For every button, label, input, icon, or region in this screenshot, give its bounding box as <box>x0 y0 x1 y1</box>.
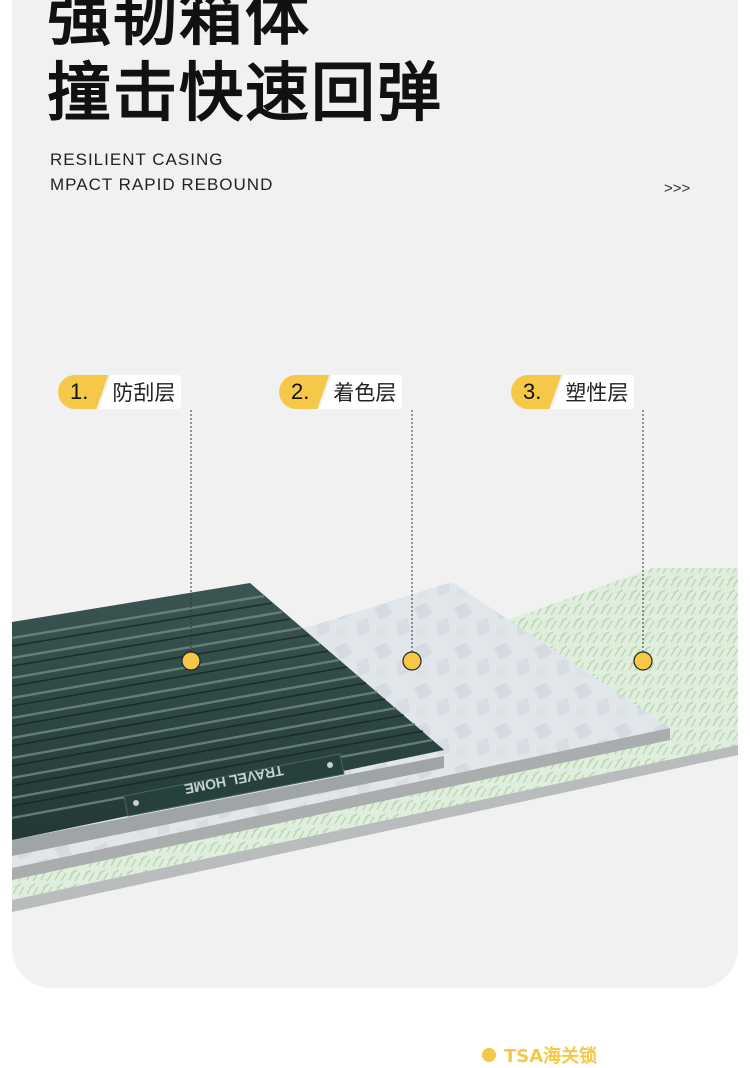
tsa-lock-label: TSA海关锁 <box>504 1046 598 1067</box>
bullet-dot <box>482 1048 496 1062</box>
leader-line-1 <box>181 410 201 671</box>
feature-panel: 强韧箱体 撞击快速回弹 RESILIENT CASING MPACT RAPID… <box>12 0 738 988</box>
shell-layer-top: TRAVEL HOME <box>12 583 444 840</box>
subtitle-line-1: RESILIENT CASING <box>50 150 224 169</box>
plastic-layer-edge <box>12 745 738 912</box>
tsa-lock-tag: TSA海关锁 <box>482 1042 597 1068</box>
title-line-1: 强韧箱体 <box>47 0 311 55</box>
leader-line-3 <box>633 410 653 671</box>
color-layer-edge <box>12 728 670 880</box>
leader-line-2 <box>402 410 422 671</box>
title-line-2: 撞击快速回弹 <box>47 57 443 131</box>
layer-illustration: TRAVEL HOME <box>12 410 738 912</box>
callout-label: 着色层 <box>319 375 403 409</box>
callout-label: 塑性层 <box>551 375 635 409</box>
callout-label: 防刮层 <box>98 375 182 409</box>
callout-scratch-layer: 1. 防刮层 <box>58 375 182 409</box>
shell-layer-edge <box>12 756 444 856</box>
more-arrows-link[interactable]: >>> <box>664 180 691 197</box>
callout-plastic-layer: 3. 塑性层 <box>511 375 635 409</box>
subtitle-line-2: MPACT RAPID REBOUND <box>50 175 274 194</box>
callout-color-layer: 2. 着色层 <box>279 375 403 409</box>
